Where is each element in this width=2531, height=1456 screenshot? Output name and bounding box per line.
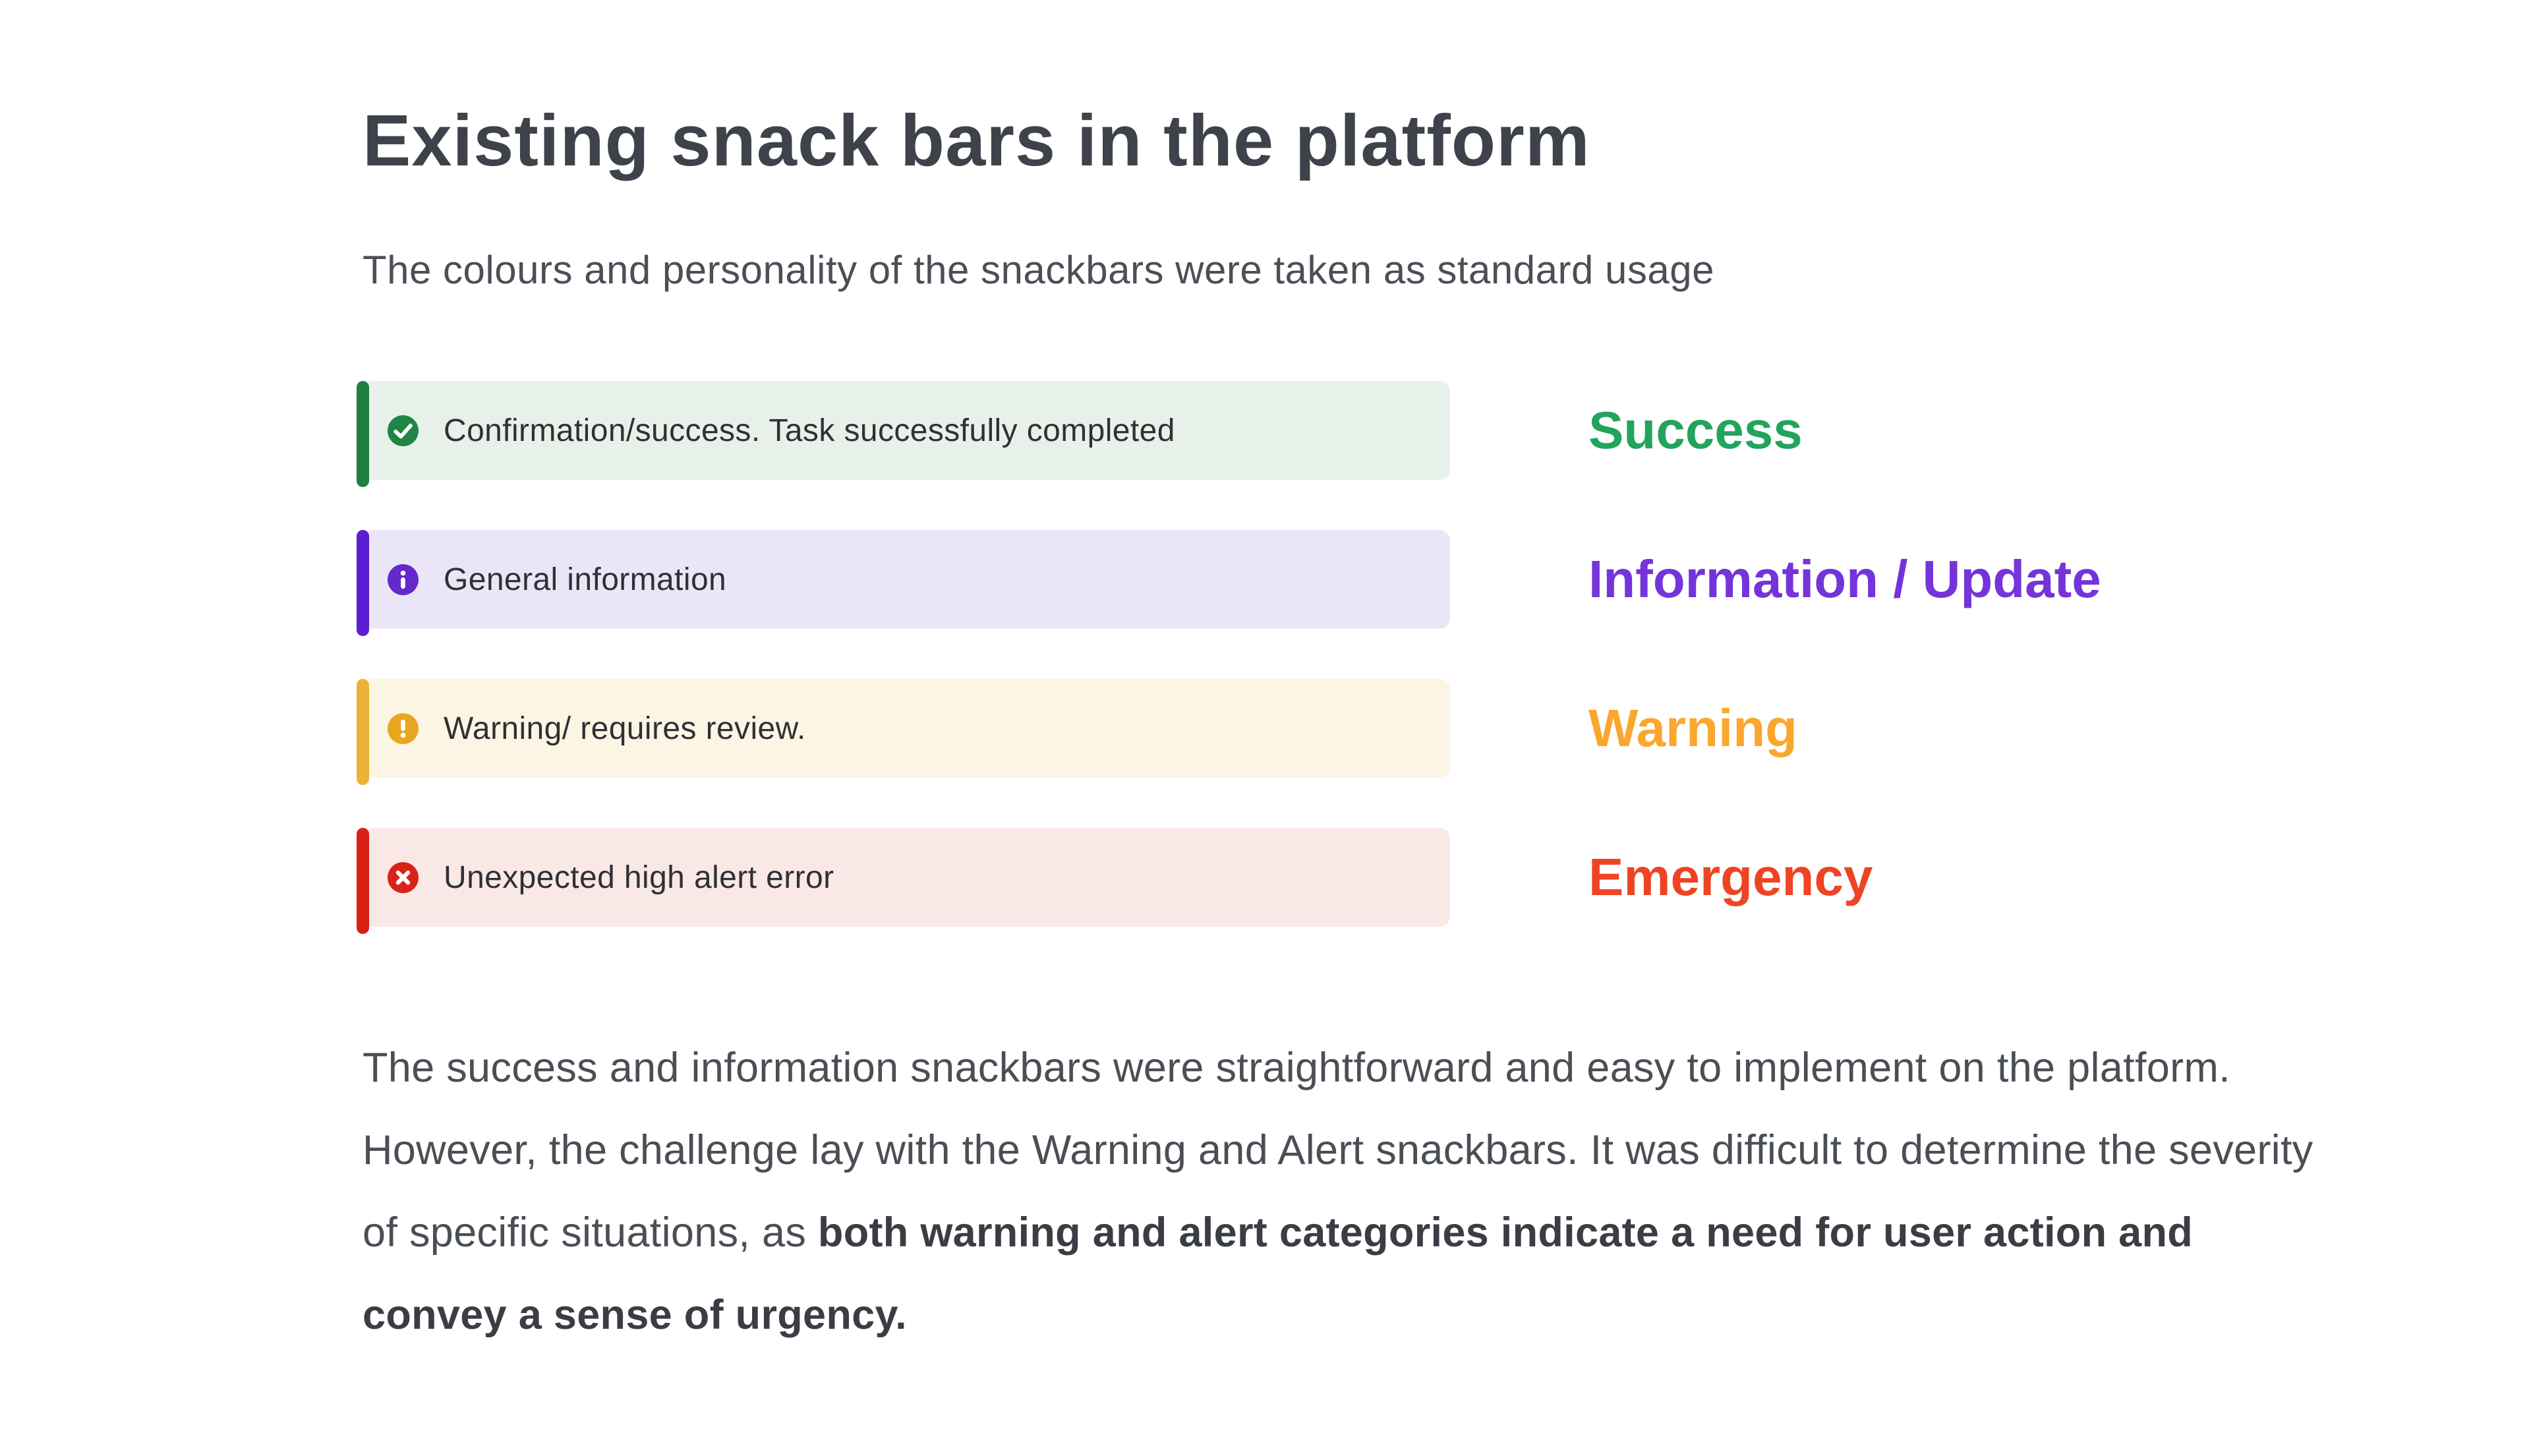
snackbar-emergency: Unexpected high alert error — [357, 828, 1450, 934]
error-icon — [388, 861, 419, 893]
case-study-page: Existing snack bars in the platform The … — [357, 100, 2531, 1356]
snackbar-message: Warning/ requires review. — [444, 711, 806, 746]
snackbar-message: Confirmation/success. Task successfully … — [444, 413, 1175, 448]
category-label-information: Information / Update — [1588, 550, 2101, 608]
snackbar-information: General information — [357, 530, 1450, 636]
snackbar-message: Unexpected high alert error — [444, 859, 834, 895]
accent-bar — [357, 530, 369, 636]
snackbar-message: General information — [444, 562, 727, 597]
warning-icon — [388, 713, 419, 744]
accent-bar — [357, 679, 369, 785]
info-icon — [388, 564, 419, 595]
page-subtitle: The colours and personality of the snack… — [363, 248, 1715, 292]
body-paragraph: The success and information snackbars we… — [363, 1027, 2313, 1356]
page-title: Existing snack bars in the platform — [363, 100, 1590, 181]
category-label-success: Success — [1588, 401, 1803, 459]
snackbar-row-warning: Warning/ requires review. Warning — [357, 679, 2531, 785]
snackbar-success: Confirmation/success. Task successfully … — [357, 381, 1450, 487]
accent-bar — [357, 828, 369, 934]
snackbar-list: Confirmation/success. Task successfully … — [357, 381, 2531, 934]
paragraph-normal-text: The success and information snackbars we… — [363, 1045, 2313, 1256]
category-label-emergency: Emergency — [1588, 848, 1873, 906]
paragraph-bold-text: both warning and alert categories indica… — [363, 1209, 2194, 1338]
snackbar-warning: Warning/ requires review. — [357, 679, 1450, 785]
category-label-warning: Warning — [1588, 699, 1797, 757]
check-circle-icon — [388, 415, 419, 446]
accent-bar — [357, 381, 369, 487]
snackbar-row-emergency: Unexpected high alert error Emergency — [357, 828, 2531, 934]
snackbar-row-success: Confirmation/success. Task successfully … — [357, 381, 2531, 487]
snackbar-row-information: General information Information / Update — [357, 530, 2531, 636]
